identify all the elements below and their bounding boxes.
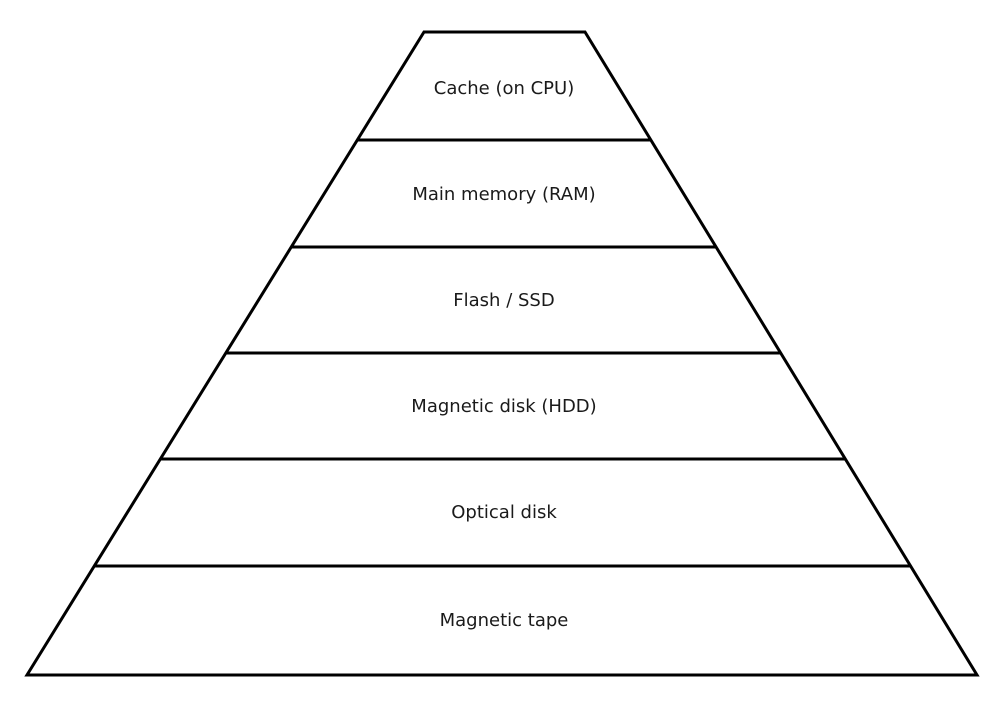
level-label-hdd: Magnetic disk (HDD): [411, 396, 596, 417]
level-label-magnetic-tape: Magnetic tape: [440, 610, 569, 631]
level-label-flash-ssd: Flash / SSD: [453, 290, 554, 311]
level-label-optical-disk: Optical disk: [451, 502, 557, 523]
level-label-ram: Main memory (RAM): [412, 184, 595, 205]
level-label-cache: Cache (on CPU): [434, 78, 574, 99]
